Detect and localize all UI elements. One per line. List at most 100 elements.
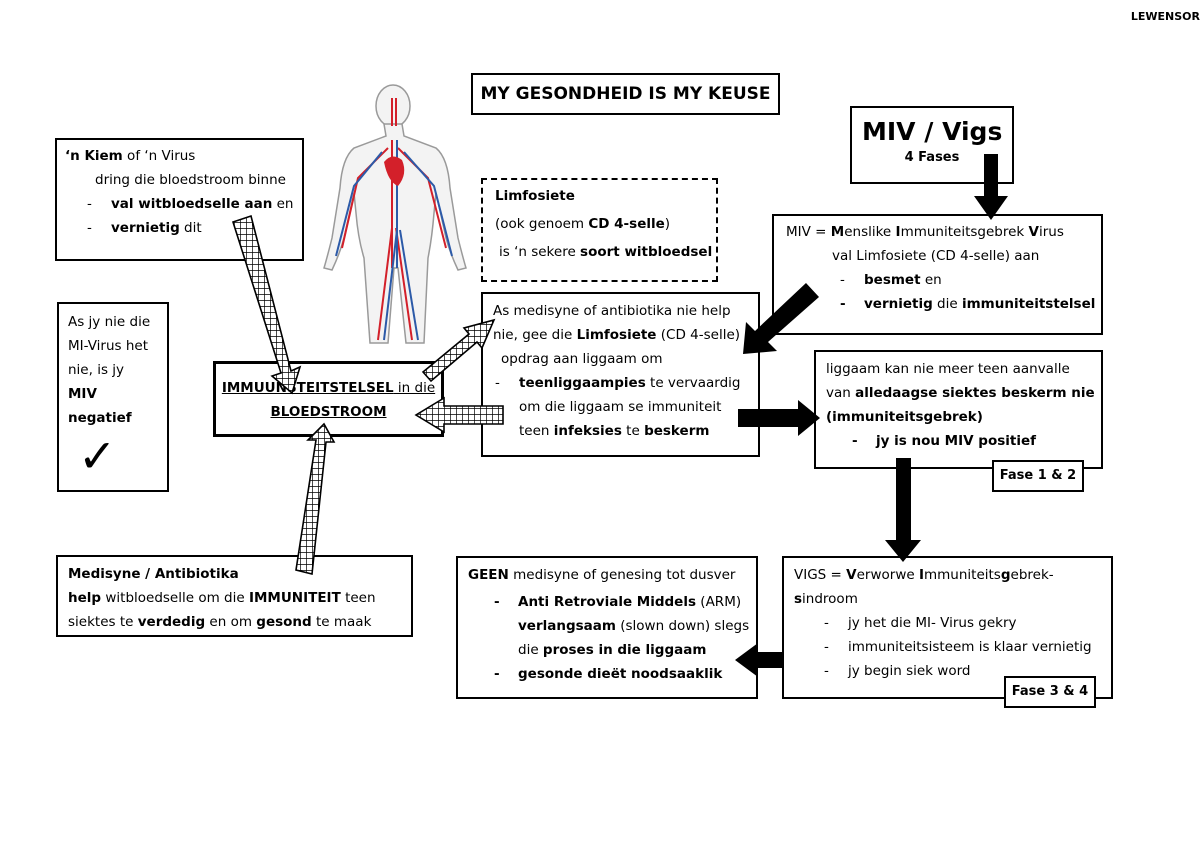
no-cure-item1-l3-b: proses in die liggaam bbox=[542, 642, 707, 658]
phase-3-4-badge: Fase 3 & 4 bbox=[1004, 676, 1096, 708]
medicine-fails-l6-c: te bbox=[621, 423, 645, 439]
immune-system-box: IMMUUNSTEITSTELSEL in die BLOEDSTROOM bbox=[213, 361, 444, 437]
no-cure-item1-b: (ARM) bbox=[696, 594, 742, 610]
hiv-definition-box: MIV = Menslike Immuniteitsgebrek Virus v… bbox=[772, 214, 1103, 335]
miv-vigs-title: MIV / Vigs bbox=[862, 117, 1003, 146]
lymphocytes-l3-b: soort witbloedsel bbox=[580, 244, 713, 260]
negative-l1: As jy nie die bbox=[68, 314, 151, 330]
hiv-def-l1-f: V bbox=[1028, 224, 1039, 240]
no-cure-l1-a: GEEN bbox=[468, 567, 509, 583]
hiv-def-l2: val Limfosiete (CD 4-selle) aan bbox=[832, 248, 1040, 264]
medicine-fails-l4-a: teenliggaampies bbox=[519, 375, 646, 391]
hiv-def-l1-d: I bbox=[895, 224, 901, 240]
medicine-l3-b: verdedig bbox=[137, 614, 206, 630]
medicine-l2-b: witbloedselle om die bbox=[101, 590, 249, 606]
immune-l1-a: IMMUUNSTEITSTELSEL bbox=[221, 380, 394, 396]
hiv-def-l1-e: mmuniteitsgebrek bbox=[900, 224, 1029, 240]
medicine-l3-c: en om bbox=[205, 614, 257, 630]
negative-l5: negatief bbox=[68, 410, 132, 426]
medicine-l1: Medisyne / Antibiotika bbox=[68, 566, 239, 582]
immune-l1-b: in die bbox=[393, 380, 436, 396]
medicine-fails-l3: opdrag aan liggaam om bbox=[501, 351, 663, 367]
aids-item3: jy begin siek word bbox=[848, 663, 971, 679]
medicine-fails-l6-d: beskerm bbox=[644, 423, 710, 439]
aids-l1-a: VIGS = bbox=[794, 567, 847, 583]
hiv-positive-box: liggaam kan nie meer teen aanvalle van a… bbox=[814, 350, 1103, 469]
medicine-l2-d: teen bbox=[340, 590, 376, 606]
medicine-fails-l6-b: infeksies bbox=[553, 423, 622, 439]
lymphocytes-title: Limfosiete bbox=[495, 188, 575, 204]
aids-item2: immuniteitsisteem is klaar vernietig bbox=[848, 639, 1092, 655]
phase-1-2-label: Fase 1 & 2 bbox=[999, 468, 1077, 483]
germ-item1-a: val witbloedselle aan bbox=[111, 196, 273, 212]
lymphocytes-box: Limfosiete (ook genoem CD 4-selle) is ‘n… bbox=[481, 178, 718, 282]
hiv-def-item2-a: vernietig bbox=[864, 296, 933, 312]
medicine-fails-l5: om die liggaam se immuniteit bbox=[519, 399, 722, 415]
hiv-def-l1-c: enslike bbox=[844, 224, 896, 240]
aids-l1-c: erworwe bbox=[856, 567, 919, 583]
main-title-box: MY GESONDHEID IS MY KEUSE bbox=[471, 73, 780, 115]
germ-box: ‘n Kiem of ‘n Virus dring die bloedstroo… bbox=[55, 138, 304, 261]
hiv-def-l1-g: irus bbox=[1039, 224, 1064, 240]
lymphocytes-l2-a: (ook genoem bbox=[495, 216, 589, 232]
hiv-def-item2-c: immuniteitstelsel bbox=[961, 296, 1096, 312]
medicine-fails-l4-b: te vervaardig bbox=[645, 375, 741, 391]
phase-1-2-badge: Fase 1 & 2 bbox=[992, 460, 1084, 492]
positive-l2-a: van bbox=[826, 385, 856, 401]
hatched-arrow-medicine-to-immune bbox=[295, 422, 336, 575]
hiv-def-l1-b: M bbox=[830, 224, 845, 240]
hiv-def-item1-b: en bbox=[920, 272, 942, 288]
lymphocytes-l2-b: CD 4-selle bbox=[588, 216, 665, 232]
medicine-box: Medisyne / Antibiotika help witbloedsell… bbox=[56, 555, 413, 637]
solid-arrow-positive-to-aids bbox=[885, 458, 921, 562]
medicine-l3-e: te maak bbox=[311, 614, 372, 630]
aids-l1-e: mmuniteits bbox=[924, 567, 1001, 583]
no-cure-box: GEEN medisyne of genesing tot dusver -An… bbox=[456, 556, 758, 699]
miv-vigs-header-box: MIV / Vigs 4 Fases bbox=[850, 106, 1014, 184]
positive-l1: liggaam kan nie meer teen aanvalle bbox=[826, 361, 1070, 377]
corner-label: LEWENSOR bbox=[1130, 10, 1200, 23]
no-cure-l1-b: medisyne of genesing tot dusver bbox=[508, 567, 736, 583]
lymphocytes-l3-a: is ‘n sekere bbox=[499, 244, 581, 260]
medicine-l2-a: help bbox=[68, 590, 102, 606]
positive-item: jy is nou MIV positief bbox=[876, 433, 1037, 449]
medicine-fails-box: As medisyne of antibiotika nie help nie,… bbox=[481, 292, 760, 457]
medicine-l3-d: gesond bbox=[256, 614, 312, 630]
aids-l1-g: ebrek- bbox=[1010, 567, 1054, 583]
checkmark-icon: ✓ bbox=[78, 429, 117, 483]
germ-item2-b: dit bbox=[179, 220, 202, 236]
negative-l4: MIV bbox=[68, 386, 97, 402]
no-cure-item2: gesonde dieët noodsaaklik bbox=[518, 666, 723, 682]
no-cure-item1-l2-a: verlangsaam bbox=[518, 618, 616, 634]
medicine-l3-a: siektes te bbox=[68, 614, 138, 630]
negative-box: As jy nie die MI-Virus het nie, is jy MI… bbox=[57, 302, 169, 492]
aids-l1-f: g bbox=[1000, 567, 1011, 583]
lymphocytes-l2-c: ) bbox=[664, 216, 671, 232]
medicine-fails-l2-c: (CD 4-selle) bbox=[656, 327, 741, 343]
miv-vigs-subtitle: 4 Fases bbox=[904, 150, 960, 165]
medicine-fails-l2-a: nie, gee die bbox=[493, 327, 577, 343]
positive-l2-b: alledaagse siektes beskerm nie bbox=[855, 385, 1095, 401]
negative-l2: MI-Virus het bbox=[68, 338, 148, 354]
no-cure-item1-l2-b: (slown down) slegs bbox=[615, 618, 750, 634]
medicine-fails-l6-a: teen bbox=[519, 423, 554, 439]
no-cure-item1-a: Anti Retroviale Middels bbox=[518, 594, 697, 610]
page-title: MY GESONDHEID IS MY KEUSE bbox=[480, 84, 771, 104]
aids-l1-b: V bbox=[846, 567, 857, 583]
germ-title-b: of ‘n Virus bbox=[122, 148, 196, 164]
no-cure-item1-l3-a: die bbox=[518, 642, 543, 658]
hiv-def-item1-a: besmet bbox=[864, 272, 921, 288]
immune-l2: BLOEDSTROOM bbox=[270, 404, 387, 420]
medicine-l2-c: IMMUNITEIT bbox=[248, 590, 341, 606]
aids-l2-a: s bbox=[794, 591, 803, 607]
germ-title-a: ‘n Kiem bbox=[65, 148, 123, 164]
medicine-fails-l1: As medisyne of antibiotika nie help bbox=[493, 303, 731, 319]
hiv-def-l1-a: MIV = bbox=[786, 224, 831, 240]
negative-l3: nie, is jy bbox=[68, 362, 125, 378]
phase-3-4-label: Fase 3 & 4 bbox=[1011, 684, 1089, 699]
aids-l1-d: I bbox=[918, 567, 924, 583]
aids-item1: jy het die MI- Virus gekry bbox=[848, 615, 1017, 631]
aids-l2-b: indroom bbox=[802, 591, 858, 607]
aids-box: VIGS = Verworwe Immuniteitsgebrek- sindr… bbox=[782, 556, 1113, 699]
positive-l3: (immuniteitsgebrek) bbox=[826, 409, 983, 425]
